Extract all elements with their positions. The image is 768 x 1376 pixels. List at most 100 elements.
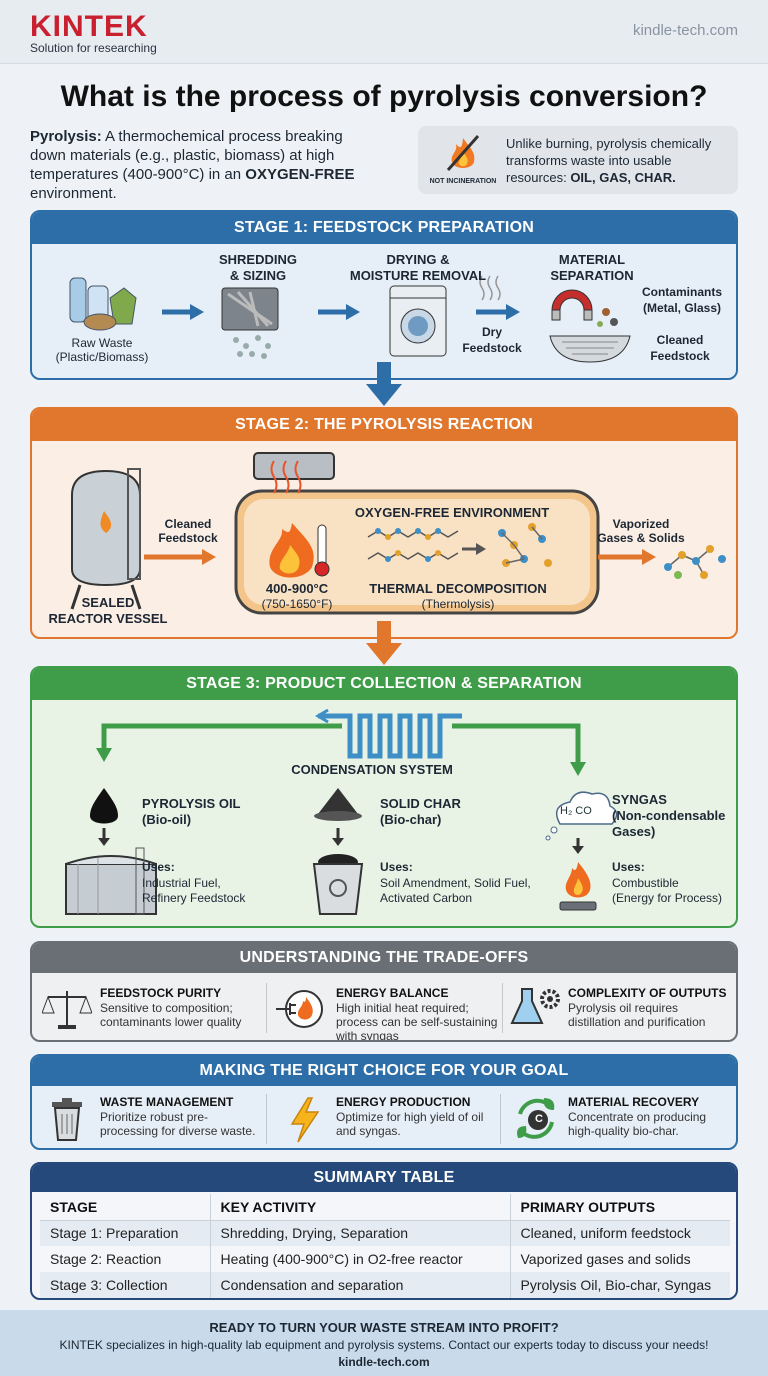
column-header-activity: KEY ACTIVITY [209,1194,510,1221]
condensation-label: CONDENSATION SYSTEM [291,762,453,777]
syngas-label: SYNGAS (Non-condensable Gases) [612,792,726,839]
pyrolysis-oil-label: PYROLYSIS OIL (Bio-oil) [142,796,241,827]
choice-1-title: WASTE MANAGEMENT [100,1095,234,1109]
no-fire-icon [446,135,480,171]
choice-2-desc: Optimize for high yield of oil and synga… [336,1110,484,1138]
condenser-coil-icon [315,708,462,759]
page-title: What is the process of pyrolysis convers… [60,80,708,113]
summary-panel: SUMMARY TABLE STAGE KEY ACTIVITY PRIMARY… [30,1162,738,1300]
trash-bin-icon [52,1098,82,1141]
footer-text: KINTEK specializes in high-quality lab e… [59,1338,709,1352]
stage1-illustration [69,275,631,363]
brand-logo[interactable]: KINTEK [30,10,148,43]
site-link[interactable]: kindle-tech.com [632,22,738,39]
oil-drop-icon [90,788,118,824]
tradeoff-3-desc: Pyrolysis oil requires distillation and … [568,1001,706,1029]
table-cell: Stage 3: Collection [40,1272,210,1298]
oil-uses-text: Industrial Fuel, Refinery Feedstock [142,876,246,905]
cleaned-feedstock-label: Cleaned Feedstock [650,333,710,363]
flask-gear-icon [510,988,560,1024]
tradeoffs-title: UNDERSTANDING THE TRADE-OFFS [32,943,736,973]
shredder-icon [221,287,279,359]
solid-char-label: SOLID CHAR (Bio-char) [380,796,461,827]
syngas-uses-text: Combustible (Energy for Process) [612,876,723,905]
contaminants-label: Contaminants (Metal, Glass) [641,285,722,315]
scale-icon [42,991,92,1029]
intro-term: Pyrolysis: [30,128,102,145]
tradeoffs-panel: UNDERSTANDING THE TRADE-OFFS FEEDSTOCK P… [30,941,738,1042]
tradeoff-1-desc: Sensitive to composition; contaminants l… [100,1001,242,1029]
intro-text-b: environment. [30,185,117,202]
table-cell: Stage 1: Preparation [40,1220,210,1246]
stage2-title: STAGE 2: THE PYROLYSIS REACTION [32,409,736,441]
choice-divider-1 [266,1094,267,1144]
shredding-label: SHREDDING & SIZING [218,252,297,283]
vaporized-output-label: Vaporized Gases & Solids [597,517,685,545]
char-uses-text: Soil Amendment, Solid Fuel, Activated Ca… [380,876,531,905]
oil-uses-label: Uses: [142,860,175,874]
table-row: Stage 3: Collection Condensation and sep… [40,1272,730,1298]
stage1-title: STAGE 1: FEEDSTOCK PREPARATION [32,212,736,244]
tradeoff-1-title: FEEDSTOCK PURITY [100,986,222,1000]
stage2-panel: STAGE 2: THE PYROLYSIS REACTION [30,407,738,639]
table-row: Stage 1: Preparation Shredding, Drying, … [40,1220,730,1246]
syngas-co: CO [575,805,592,817]
column-header-stage: STAGE [40,1194,210,1221]
reactor-vessel-icon [70,468,142,610]
carbon-recycle-icon [517,1098,555,1139]
thermal-decomposition-label: THERMAL DECOMPOSITION [369,581,547,596]
syngas-uses-label: Uses: [612,860,645,874]
cleaned-feedstock-input-label: Cleaned Feedstock [158,517,218,545]
pyrolysis-reactor-icon [234,452,600,615]
stage3-panel: STAGE 3: PRODUCT COLLECTION & SEPARATION [30,666,738,928]
oxygen-free-label: OXYGEN-FREE ENVIRONMENT [354,505,550,520]
vaporized-molecules-icon [664,545,726,579]
footer-headline: READY TO TURN YOUR WASTE STREAM INTO PRO… [209,1320,559,1335]
choice-2-title: ENERGY PRODUCTION [336,1095,471,1109]
tradeoff-3-title: COMPLEXITY OF OUTPUTS [568,986,727,1000]
table-cell: Cleaned, uniform feedstock [509,1220,730,1246]
table-cell: Condensation and separation [209,1272,510,1298]
column-header-outputs: PRIMARY OUTPUTS [509,1194,730,1221]
summary-table: STAGE KEY ACTIVITY PRIMARY OUTPUTS Stage… [40,1194,730,1298]
header-bar: KINTEK Solution for researching kindle-t… [0,0,768,64]
storage-tank-icon [65,847,157,915]
table-cell: Shredding, Drying, Separation [209,1220,510,1246]
not-incineration-callout: NOT INCINERATION Unlike burning, pyrolys… [418,126,738,194]
char-uses-label: Uses: [380,860,413,874]
intro-emphasis: OXYGEN-FREE [245,166,355,183]
footer-site-link[interactable]: kindle-tech.com [338,1355,430,1369]
temperature-f-label: (750-1650°F) [261,597,333,611]
tradeoff-divider-1 [266,983,267,1033]
table-row: Stage 2: Reaction Heating (400-900°C) in… [40,1246,730,1272]
choice-3-desc: Concentrate on producing high-quality bi… [568,1110,707,1138]
recycle-bin-icon [312,854,364,915]
choice-1-desc: Prioritize robust pre-processing for div… [100,1110,256,1138]
stage3-illustration [65,708,618,915]
tradeoff-2-desc: High initial heat required; process can … [336,1001,498,1042]
choice-3-title: MATERIAL RECOVERY [568,1095,700,1109]
flow-arrow-1 [366,362,402,406]
reactor-vessel-label: SEALED REACTOR VESSEL [48,595,168,626]
magnet-separator-icon [549,289,631,363]
table-cell: Pyrolysis Oil, Bio-char, Syngas [509,1272,730,1298]
separation-label: MATERIAL SEPARATION [550,252,634,283]
raw-waste-icon [69,277,137,331]
table-cell: Stage 2: Reaction [50,1251,162,1267]
thermolysis-label: (Thermolysis) [421,597,495,611]
tradeoff-2-title: ENERGY BALANCE [336,986,449,1000]
brand-tagline: Solution for researching [30,41,157,55]
choice-title: MAKING THE RIGHT CHOICE FOR YOUR GOAL [32,1056,736,1086]
table-header-row: STAGE KEY ACTIVITY PRIMARY OUTPUTS [40,1194,730,1221]
stage1-panel: STAGE 1: FEEDSTOCK PREPARATION [30,210,738,380]
intro-paragraph: Pyrolysis: A thermochemical process brea… [30,127,380,203]
dryer-icon [389,285,447,357]
dry-feedstock-label: Dry Feedstock [462,325,522,355]
choice-divider-2 [500,1094,501,1144]
temperature-c-label: 400-900°C [265,581,329,596]
footer-cta: READY TO TURN YOUR WASTE STREAM INTO PRO… [0,1310,768,1376]
callout-emphasis: OIL, GAS, CHAR. [570,170,676,185]
gas-cloud-icon [545,791,618,841]
choice-panel: MAKING THE RIGHT CHOICE FOR YOUR GOAL WA… [30,1054,738,1150]
char-pile-icon [318,788,358,814]
